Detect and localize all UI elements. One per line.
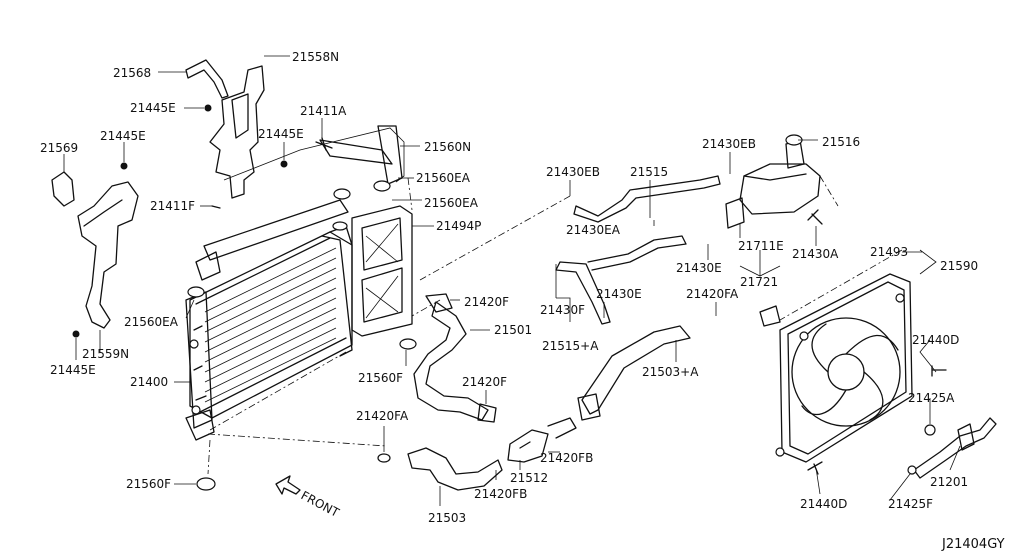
label-21430E-b: 21430E	[676, 261, 722, 275]
label-21516: 21516	[822, 135, 860, 149]
hose-21503	[407, 447, 503, 491]
label-21411F: 21411F	[150, 199, 195, 213]
label-21445E-c: 21445E	[100, 129, 146, 143]
label-21560F-a: 21560F	[126, 477, 171, 491]
label-21420F-a: 21420F	[464, 295, 509, 309]
label-21501: 21501	[494, 323, 532, 337]
hose-21503A	[581, 325, 691, 415]
mount-hardware	[72, 104, 403, 338]
label-21560N: 21560N	[424, 140, 471, 154]
bracket-21558N	[209, 65, 405, 199]
label-21445E-b: 21445E	[258, 127, 304, 141]
label-21515: 21515	[630, 165, 668, 179]
label-21560F-b: 21560F	[358, 371, 403, 385]
label-21440D-a: 21440D	[912, 333, 959, 347]
label-21515A: 21515+A	[542, 339, 599, 353]
cushion-21560F-bottom	[196, 477, 216, 491]
label-21201: 21201	[930, 475, 968, 489]
alignment-lines	[207, 175, 903, 475]
panel-21494P	[351, 205, 413, 337]
hose-21515A	[555, 235, 687, 325]
label-21568: 21568	[113, 66, 151, 80]
reservoir-21721	[725, 134, 821, 229]
harness-21201	[913, 417, 997, 479]
cushion-21560F-mid	[399, 338, 417, 350]
part-21569	[51, 171, 75, 207]
label-21503: 21503	[428, 511, 466, 525]
label-21420FA-b: 21420FA	[686, 287, 739, 301]
label-21440D-b: 21440D	[800, 497, 847, 511]
label-21445E-d: 21445E	[50, 363, 96, 377]
hose-21515	[573, 175, 721, 223]
label-21430EA: 21430EA	[566, 223, 621, 237]
label-21420FA-a: 21420FA	[356, 409, 409, 423]
label-21494P: 21494P	[436, 219, 481, 233]
label-21569: 21569	[40, 141, 78, 155]
label-21559N: 21559N	[82, 347, 129, 361]
label-21430F: 21430F	[540, 303, 585, 317]
label-21711E: 21711E	[738, 239, 784, 253]
label-21512: 21512	[510, 471, 548, 485]
label-21560EA-a: 21560EA	[416, 171, 471, 185]
front-arrow	[275, 475, 301, 495]
radiator-21400	[185, 199, 353, 441]
label-21721: 21721	[740, 275, 778, 289]
fan-assembly-21590	[759, 273, 947, 475]
label-21445E-a: 21445E	[130, 101, 176, 115]
label-21430EB-b: 21430EB	[702, 137, 756, 151]
label-21590: 21590	[940, 259, 978, 273]
label-21430EB-a: 21430EB	[546, 165, 600, 179]
label-21411A: 21411A	[300, 104, 347, 118]
shroud-21559N	[77, 181, 139, 329]
label-21430A: 21430A	[792, 247, 839, 261]
hose-21501	[413, 301, 489, 421]
label-21420F-b: 21420F	[462, 375, 507, 389]
label-21420FB-b: 21420FB	[474, 487, 527, 501]
label-21420FB-a: 21420FB	[540, 451, 593, 465]
label-21558N: 21558N	[292, 50, 339, 64]
label-21493: 21493	[870, 245, 908, 259]
label-21430E-a: 21430E	[596, 287, 642, 301]
leader-lines	[63, 55, 961, 506]
label-21560EA-b: 21560EA	[424, 196, 479, 210]
label-21400: 21400	[130, 375, 168, 389]
pipe-21512	[507, 429, 549, 463]
reference-code: J21404GY	[941, 537, 1005, 552]
label-21503A: 21503+A	[642, 365, 699, 379]
front-label: FRONT	[299, 488, 342, 520]
label-21425F: 21425F	[888, 497, 933, 511]
part-21568	[185, 59, 229, 99]
label-21560EA-c: 21560EA	[124, 315, 179, 329]
label-21425A: 21425A	[908, 391, 955, 405]
